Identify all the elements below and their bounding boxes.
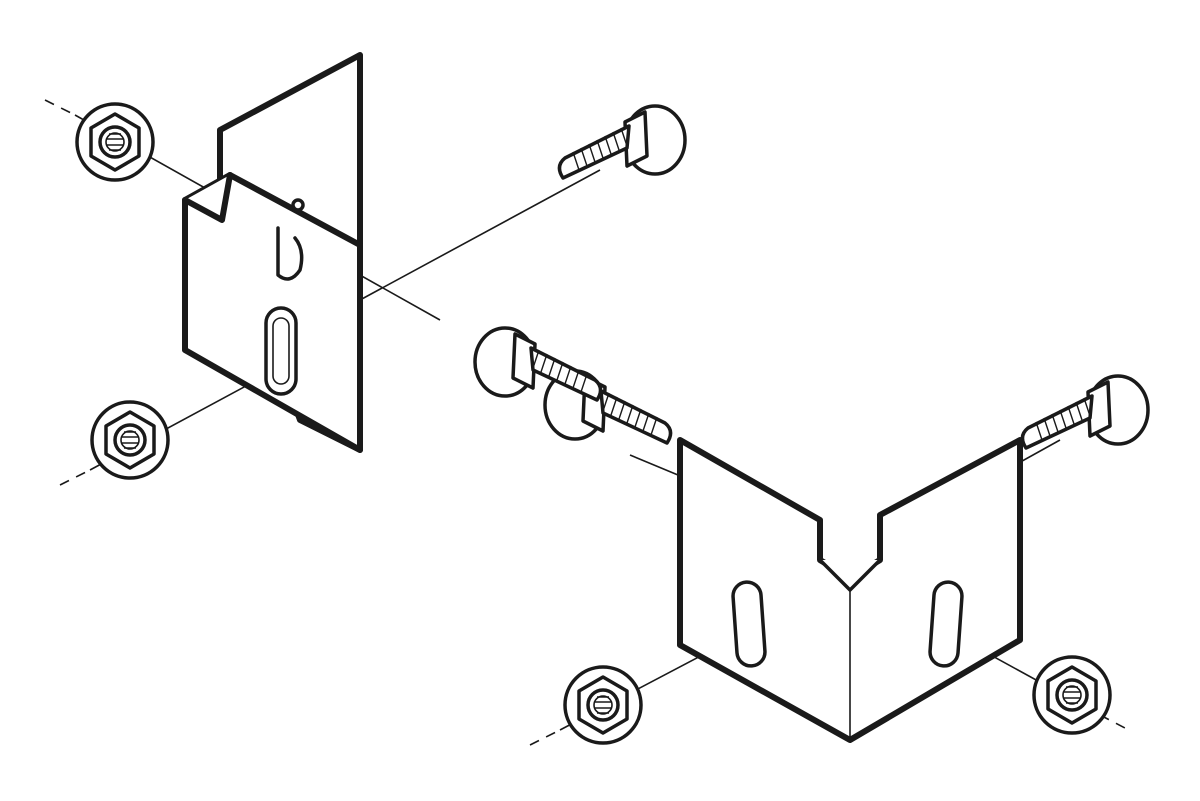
slot [731,580,767,668]
slot [928,580,964,668]
flat-bracket [182,52,363,453]
flange-nut [563,665,643,745]
flange-nut [1032,655,1112,735]
carriage-bolt [557,104,687,180]
carriage-bolt [1020,374,1150,450]
slot [264,306,298,396]
flange-nut [75,102,155,182]
flange-nut [90,400,170,480]
corner-bracket [677,437,1023,743]
carriage-bolt [473,326,603,402]
